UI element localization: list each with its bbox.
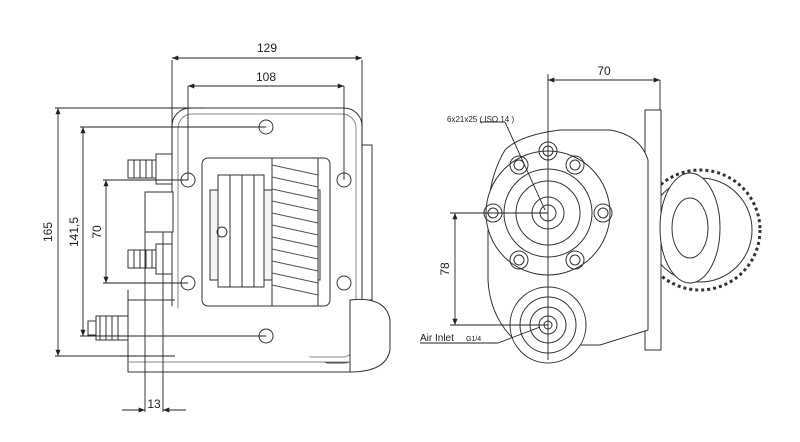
dim-78: 78 (438, 262, 452, 276)
stud-top (127, 153, 173, 185)
bolt-hole (336, 275, 352, 291)
air-inlet-label: Air Inlet (420, 333, 454, 344)
dim-165: 165 (41, 222, 55, 242)
dim-13: 13 (147, 397, 161, 411)
air-cylinder-body (127, 290, 391, 373)
air-thread-label: G1/4 (466, 336, 481, 343)
dim-70-left: 70 (90, 225, 104, 239)
dim-129: 129 (257, 41, 277, 55)
dim-141-5: 141,5 (67, 217, 81, 247)
dimensions-left (55, 55, 363, 413)
spline-label: 6x21x25 ( ISO 14 ) (447, 115, 514, 124)
helical-gear (271, 157, 319, 307)
stud-bottom (127, 243, 173, 275)
dimensions-right (420, 74, 661, 360)
dim-70-right: 70 (597, 64, 611, 78)
side-view (87, 107, 391, 373)
dim-108: 108 (256, 70, 276, 84)
